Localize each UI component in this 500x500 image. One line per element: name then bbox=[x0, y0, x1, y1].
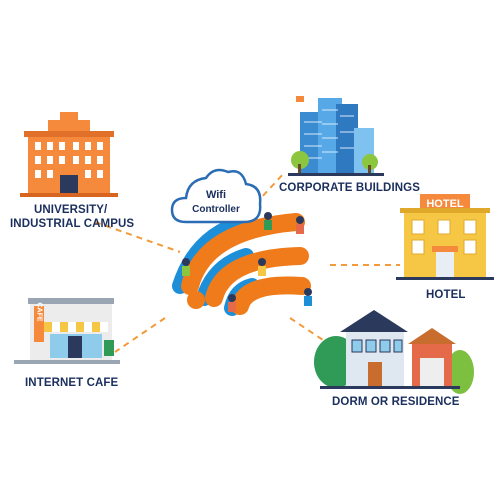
connector-corporate bbox=[247, 171, 286, 213]
controller-cloud-icon: Wifi Controller bbox=[170, 168, 262, 224]
university-label: UNIVERSITY/ INDUSTRIAL CAMPUS bbox=[10, 203, 134, 231]
university-label-line1: UNIVERSITY/ bbox=[34, 204, 108, 216]
cafe-label: INTERNET CAFE bbox=[25, 377, 119, 389]
dorm-label: DORM OR RESIDENCE bbox=[332, 396, 460, 408]
corporate-label: CORPORATE BUILDINGS bbox=[279, 182, 420, 194]
controller-label-line1: Wifi bbox=[206, 189, 226, 201]
cafe-sign-text: CAFE bbox=[36, 302, 43, 321]
controller-label-line2: Controller bbox=[192, 204, 240, 215]
connector-cafe bbox=[114, 317, 166, 353]
hotel-label: HOTEL bbox=[426, 289, 466, 301]
dorm-building-icon bbox=[314, 310, 474, 394]
hotel-building-icon bbox=[396, 194, 494, 280]
university-label-line2: INDUSTRIAL CAMPUS bbox=[10, 218, 135, 230]
hotel-sign-text: HOTEL bbox=[426, 198, 464, 210]
corporate-buildings-icon bbox=[288, 96, 384, 176]
wifi-symbol-icon bbox=[172, 212, 312, 316]
university-building-icon bbox=[20, 112, 118, 197]
cafe-building-icon bbox=[14, 298, 120, 364]
connector-university bbox=[94, 221, 181, 253]
